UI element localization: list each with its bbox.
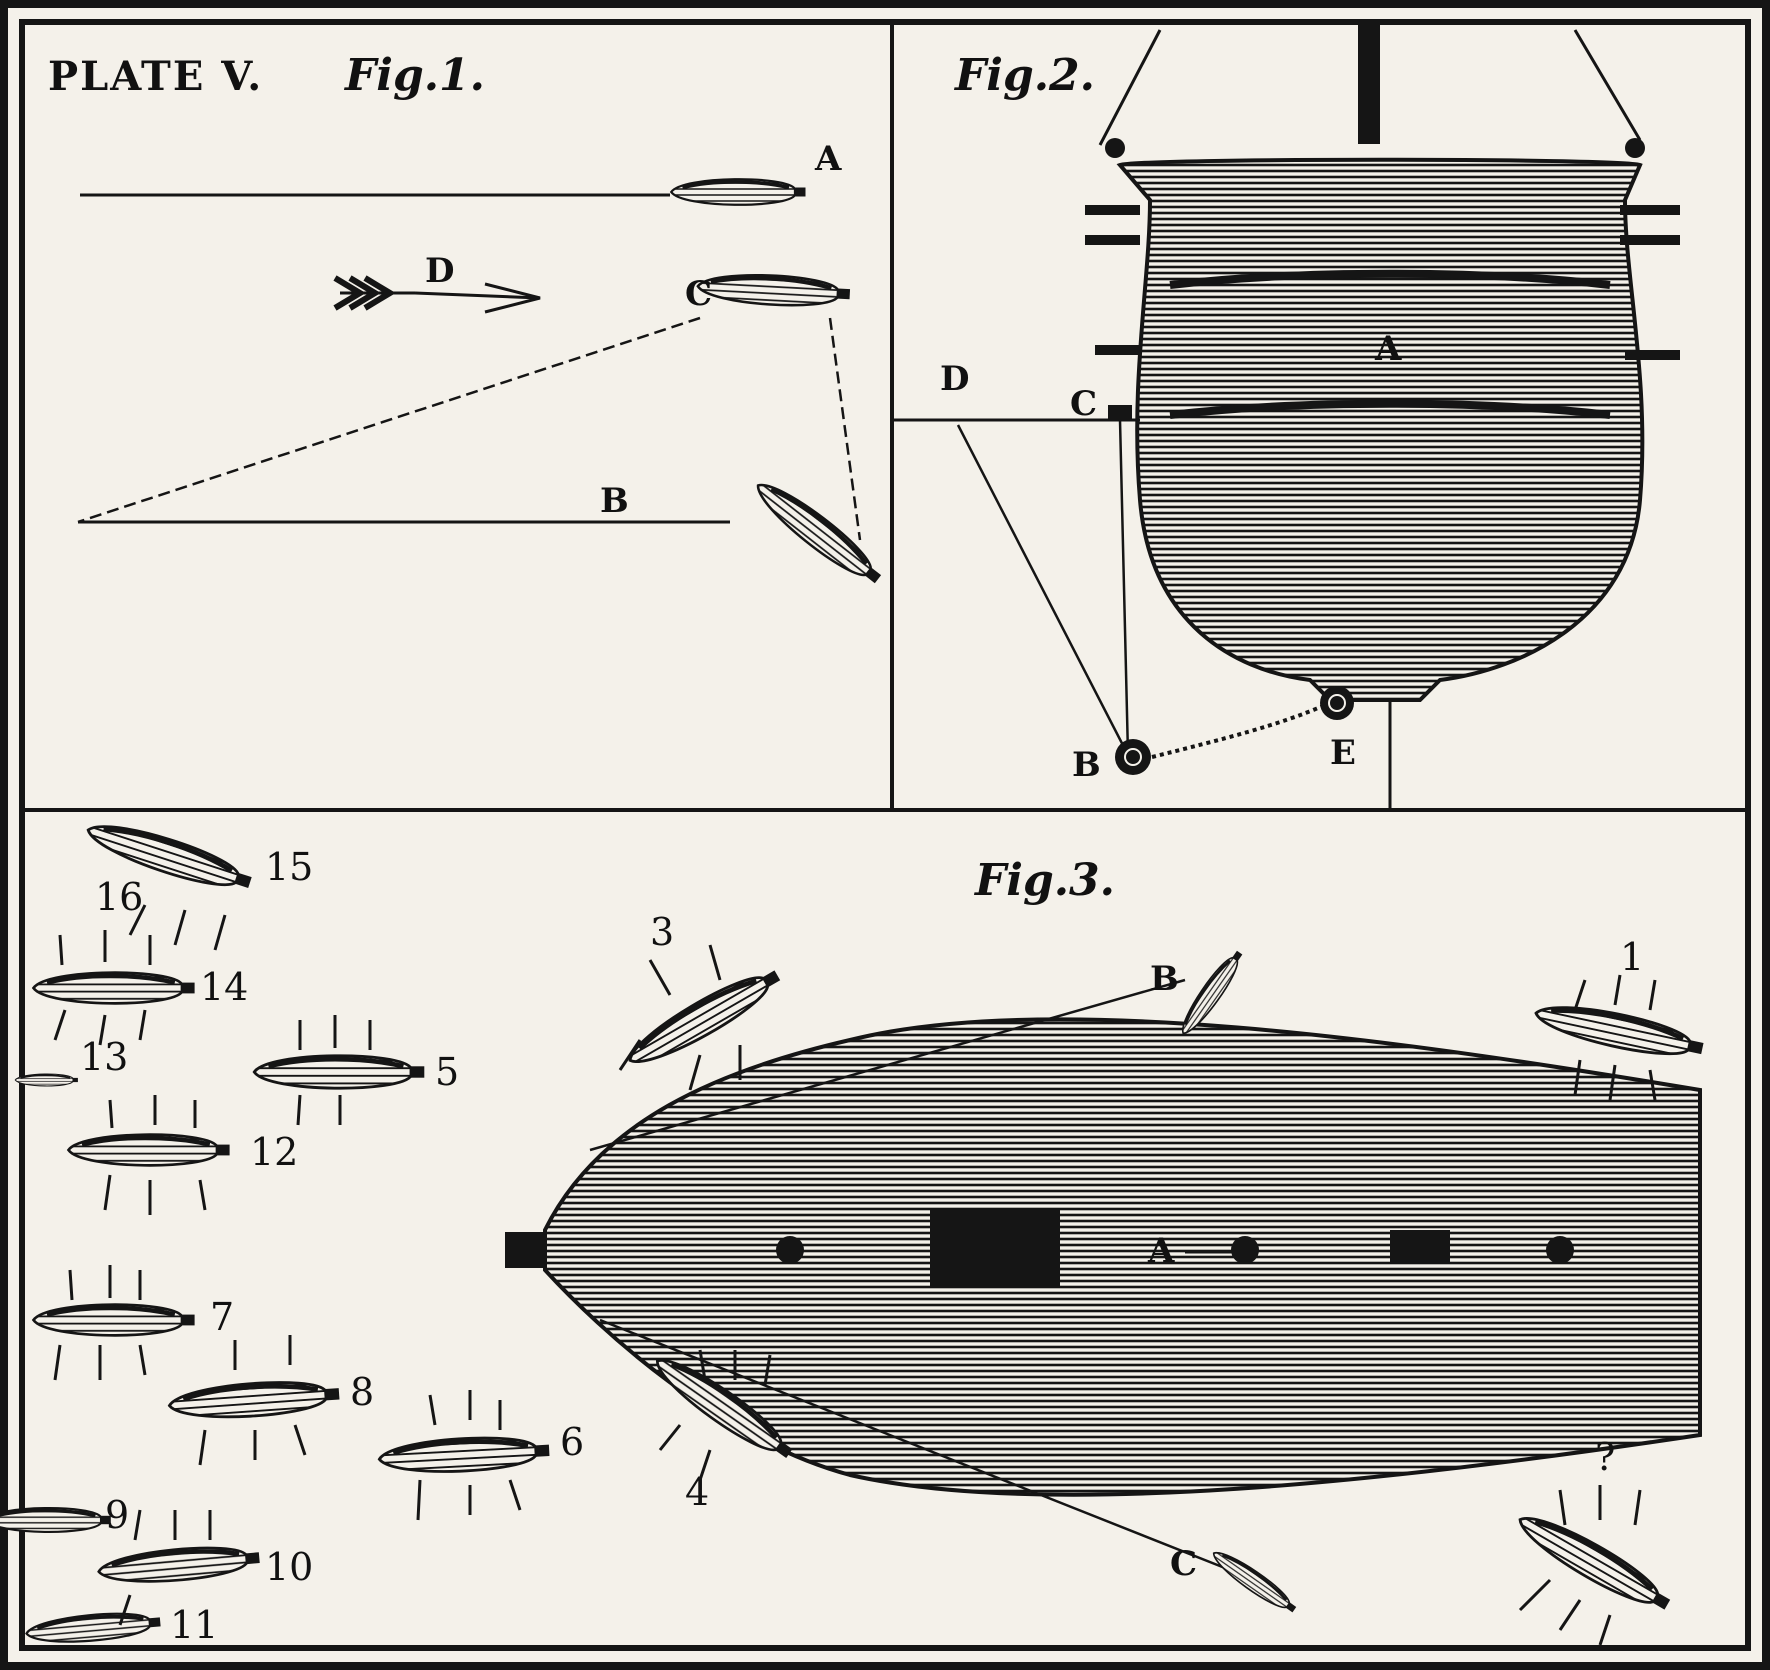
fig3-num-14: 14 xyxy=(200,965,248,1009)
fig3-deck-box xyxy=(1390,1230,1450,1264)
fig2-rigging xyxy=(1098,29,1642,146)
fig2-torpedo-b xyxy=(1115,739,1151,775)
fig2-diagram: C D A B E xyxy=(892,24,1680,810)
fig1-label-c: C xyxy=(685,274,712,314)
inner-frame xyxy=(19,19,1751,1651)
fig3-diagram: A B C 1 ? 3 4 5 6 7 8 9 10 11 12 13 14 xyxy=(0,815,1706,1649)
fig2-gun-ports xyxy=(1085,205,1680,360)
fig3-title: Fig.3. xyxy=(973,855,1115,906)
fig3-torpedo-14 xyxy=(33,973,194,1004)
fig3-num-1: 1 xyxy=(1620,935,1644,979)
fig2-block-right xyxy=(1625,138,1645,158)
fig3-num-3: 3 xyxy=(650,910,674,954)
fig3-num-5: 5 xyxy=(435,1050,459,1094)
fig2-torpedo-e xyxy=(1320,686,1354,720)
fig1-diagram: A D C B xyxy=(77,139,887,591)
fig2-title: Fig.2. xyxy=(953,50,1095,101)
fig3-torpedo-12 xyxy=(69,1135,230,1166)
fig3-num-11: 11 xyxy=(170,1603,218,1647)
fig3-num-2: ? xyxy=(1595,1435,1615,1479)
fig3-label-a: A xyxy=(1147,1231,1175,1271)
fig3-num-13: 13 xyxy=(80,1035,128,1079)
fig1-arrow-feathers xyxy=(333,275,396,311)
fig3-num-15: 15 xyxy=(265,845,313,889)
fig3-num-10: 10 xyxy=(265,1545,313,1589)
torpedo-fins xyxy=(53,904,1657,1646)
fig2-label-d: D xyxy=(940,359,969,399)
fig1-arrow-head xyxy=(484,282,541,314)
fig3-mast-2 xyxy=(1231,1236,1259,1264)
fig3-num-8: 8 xyxy=(350,1370,374,1414)
fig3-ship-bow xyxy=(505,1232,545,1268)
fig3-num-12: 12 xyxy=(250,1130,298,1174)
fig2-label-a: A xyxy=(1374,329,1402,369)
plate-title: PLATE V. xyxy=(48,53,263,100)
fig2-label-e: E xyxy=(1330,733,1356,773)
fig3-tow-lines xyxy=(589,978,1231,1572)
fig1-label-a: A xyxy=(814,139,842,179)
fig2-chain xyxy=(1151,703,1326,759)
fig2-ship-hull xyxy=(1116,157,1645,702)
fig2-fastening-c xyxy=(1108,405,1132,419)
fig1-label-d: D xyxy=(425,251,454,291)
fig3-mast-3 xyxy=(1546,1236,1574,1264)
fig3-num-9: 9 xyxy=(105,1493,129,1537)
fig1-torpedo-a xyxy=(669,177,808,207)
fig2-lines-to-b xyxy=(956,419,1130,756)
fig1-label-b: B xyxy=(600,481,629,521)
fig2-label-c: C xyxy=(1070,384,1097,424)
fig2-block-left xyxy=(1105,138,1125,158)
fig3-label-c: C xyxy=(1170,1544,1197,1584)
fig2-label-b: B xyxy=(1072,745,1101,785)
fig3-torpedo-5 xyxy=(254,1056,424,1088)
fig3-num-4: 4 xyxy=(685,1470,709,1514)
fig3-label-b: B xyxy=(1150,959,1179,999)
fig3-num-6: 6 xyxy=(560,1420,584,1464)
fig2-mast xyxy=(1358,24,1380,144)
fig1-title: Fig.1. xyxy=(343,50,485,101)
fig3-torpedo-7 xyxy=(33,1305,194,1336)
fig2-hull-bands xyxy=(1169,269,1611,419)
fig1-trajectory xyxy=(77,316,862,541)
fig3-hatch xyxy=(930,1210,1060,1288)
fig3-mast-1 xyxy=(776,1236,804,1264)
fig3-torpedo-13 xyxy=(14,1073,79,1087)
fig3-num-7: 7 xyxy=(210,1295,234,1339)
fig3-num-16: 16 xyxy=(95,875,143,919)
